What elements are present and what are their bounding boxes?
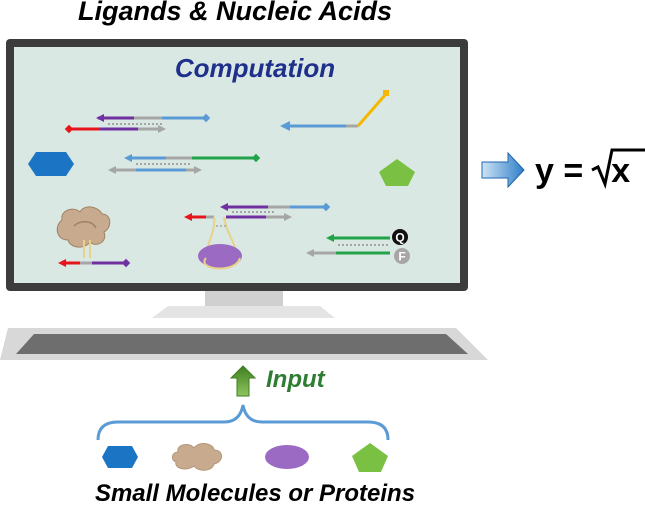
keyboard-keys: [16, 334, 468, 354]
fluorophore-label: F: [398, 250, 405, 264]
quencher-icon: [392, 229, 408, 245]
complex-1: [64, 113, 211, 134]
complex-4: [220, 202, 331, 221]
ellipse-aptamer-complex: [184, 213, 242, 270]
input-ellipse-icon: [265, 445, 309, 469]
formula-lhs: y =: [535, 152, 584, 190]
input-pentagon-icon: [352, 443, 388, 472]
monitor-stand-base: [152, 306, 335, 318]
input-brace: [96, 404, 390, 441]
sqrt-icon: [591, 148, 645, 190]
complex-3: [108, 153, 261, 174]
hexagon-small-molecule: [28, 152, 74, 176]
input-label: Input: [266, 366, 325, 393]
pentagon-small-molecule: [379, 159, 415, 186]
formula: y = x: [535, 152, 630, 191]
keyboard: [0, 328, 488, 360]
computation-title: Computation: [174, 53, 336, 83]
output-arrow-icon: [481, 151, 525, 189]
monitor-neck: [205, 291, 283, 306]
bottom-title: Small Molecules or Proteins: [94, 480, 416, 507]
input-hexagon-icon: [102, 446, 138, 468]
fluorophore-icon: [394, 248, 410, 264]
input-protein-icon: [171, 443, 222, 471]
input-arrow-icon: [229, 365, 257, 397]
complex-2: [280, 90, 389, 131]
protein-aptamer-complex: [56, 206, 131, 268]
complex-5-quencher-fluorophore: Q F: [306, 229, 410, 264]
quencher-label: Q: [395, 231, 404, 245]
top-title: Ligands & Nucleic Acids: [77, 0, 393, 26]
formula-rhs: x: [611, 152, 631, 190]
